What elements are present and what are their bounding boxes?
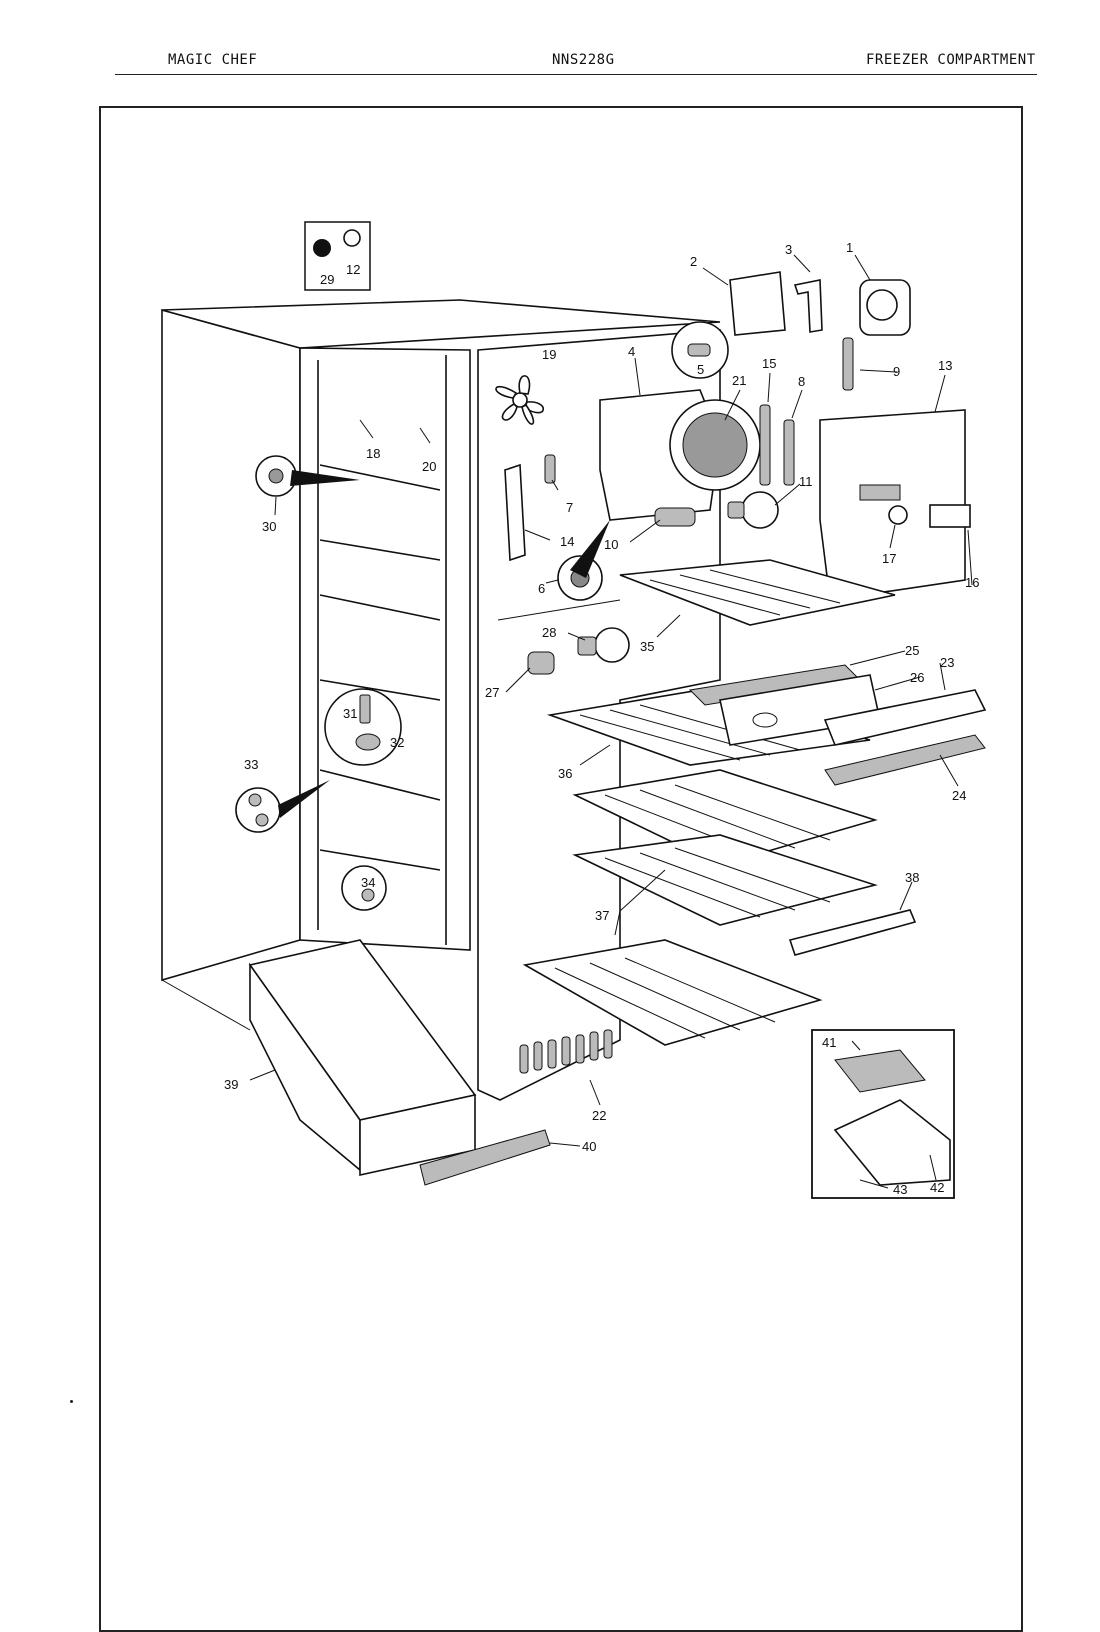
exploded-parts-diagram: 1 2 3 4 5 6 7 8 9 10 11 12 13 14 15 16 1… [161,221,987,1199]
callout-30: 30 [262,519,276,534]
strip-40 [419,1129,551,1186]
detail-bubble-30 [255,455,360,497]
shelf-37b [572,834,878,926]
lamp-socket [654,507,696,527]
callout-5: 5 [697,362,704,377]
knob [888,505,908,525]
fan-blade [495,375,545,425]
shelf-36 [546,689,871,766]
nameplate [929,504,971,528]
light-cover [859,279,911,336]
callout-7: 7 [566,500,573,515]
callout-38: 38 [905,870,919,885]
detail-bubble-31-32 [324,688,402,766]
callout-22: 22 [592,1108,606,1123]
callout-26: 26 [910,670,924,685]
strip-7 [544,454,556,484]
detail-bubble-34 [341,865,387,911]
bracket-3 [793,279,823,333]
inset-box [811,1029,955,1199]
callout-17: 17 [882,551,896,566]
callout-21: 21 [732,373,746,388]
strip-38 [788,909,917,956]
callout-3: 3 [785,242,792,257]
bracket-14 [504,463,526,562]
callout-39: 39 [224,1077,238,1092]
callout-16: 16 [965,575,979,590]
section-title: FREEZER COMPARTMENT [866,52,1036,68]
callout-10: 10 [604,537,618,552]
callout-23: 23 [940,655,954,670]
callout-36: 36 [558,766,572,781]
light-bulb [727,491,779,529]
callout-1: 1 [846,240,853,255]
callout-43: 43 [893,1182,907,1197]
shelf-37a [572,769,878,866]
callout-11: 11 [799,474,813,489]
callout-29: 29 [320,272,334,287]
strip-15 [759,404,771,486]
light-bulb-28 [577,627,630,663]
callout-14: 14 [560,534,574,549]
bracket-2 [729,271,786,336]
vent-grille [519,1029,613,1074]
control-cover [819,409,966,601]
callout-12: 12 [346,262,360,277]
model-number: NNS228G [552,52,615,68]
callout-41: 41 [822,1035,836,1050]
detail-bubble-5 [570,520,610,578]
shelf-37c [522,939,823,1046]
inset-detail-29-12 [304,221,371,291]
callout-31: 31 [343,706,357,721]
rail-23 [823,689,987,746]
callout-2: 2 [690,254,697,269]
callout-20: 20 [422,459,436,474]
callout-27: 27 [485,685,499,700]
leader-lines [249,254,973,1189]
shelf-35 [619,559,896,626]
motor-grille [669,399,761,491]
callout-32: 32 [390,735,404,750]
callout-13: 13 [938,358,952,373]
callout-33: 33 [244,757,258,772]
callout-25: 25 [905,643,919,658]
callout-40: 40 [582,1139,596,1154]
callout-24: 24 [952,788,966,803]
callout-labels: 1 2 3 4 5 6 7 8 9 10 11 12 13 14 15 16 1… [224,240,979,1197]
detail-bubble-33 [235,780,330,833]
callout-28: 28 [542,625,556,640]
socket-27 [527,651,555,675]
control-window [859,484,901,501]
callout-35: 35 [640,639,654,654]
strip-8 [783,419,795,486]
callout-4: 4 [628,344,635,359]
strip-9 [842,337,854,391]
callout-15: 15 [762,356,776,371]
callout-9: 9 [893,364,900,379]
callout-6: 6 [538,581,545,596]
callout-19: 19 [542,347,556,362]
brand-name: MAGIC CHEF [168,52,258,68]
storage-bin [248,939,477,1176]
callout-34: 34 [361,875,375,890]
rail-24 [824,734,986,786]
detail-bubble-5 [671,321,729,379]
callout-8: 8 [798,374,805,389]
callout-18: 18 [366,446,380,461]
freezer-cabinet [161,299,721,1031]
callout-37: 37 [595,908,609,923]
scan-speck [70,1400,73,1403]
callout-42: 42 [930,1180,944,1195]
header-rule [115,74,1037,75]
